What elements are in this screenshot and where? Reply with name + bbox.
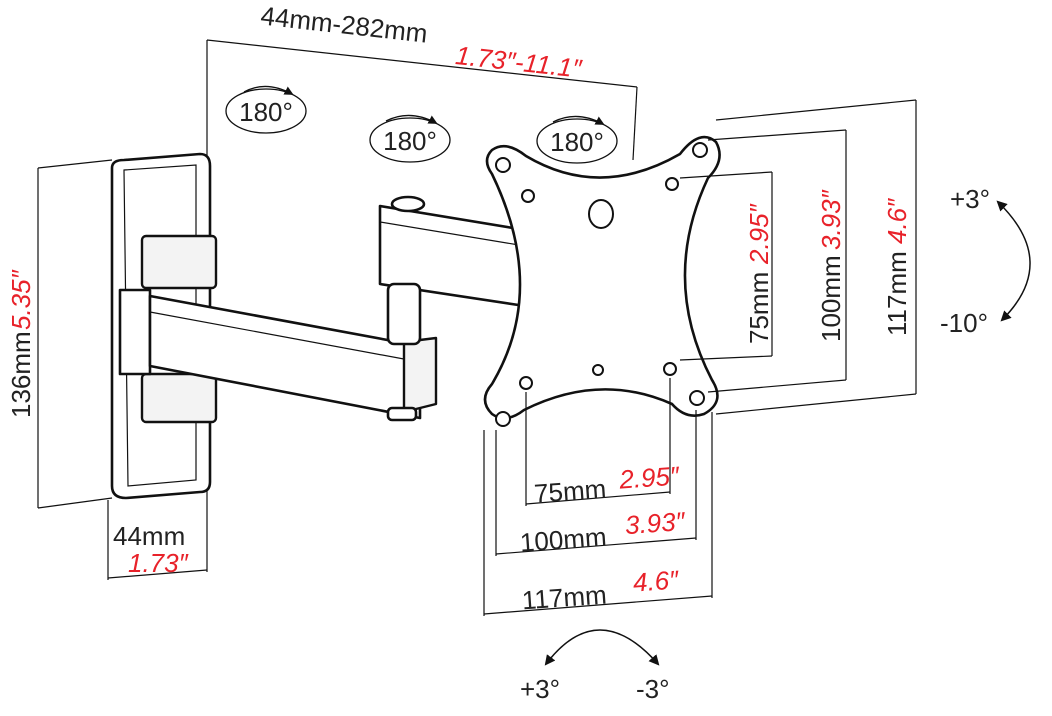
extension-imperial-label: 1.73″-11.1″	[454, 40, 584, 84]
rotation-label-3: 180°	[550, 127, 604, 157]
wall-plate	[110, 152, 218, 500]
tilt-down-label: -10°	[940, 308, 988, 338]
vesa-horizontal-100-imperial: 3.93″	[624, 506, 687, 540]
mount-hole-icon	[665, 177, 679, 191]
tilt-indicator: +3° -10°	[940, 184, 1031, 338]
vesa-vertical-75-metric: 75mm	[744, 272, 774, 344]
vesa-vertical-dimensions: 75mm 2.95″ 100mm 3.93″ 117mm 4.6″	[679, 99, 917, 415]
wall-plate-height-dimension: 136mm 5.35″	[6, 159, 113, 509]
vesa-horizontal-75-metric: 75mm	[533, 474, 607, 509]
wall-plate-width-metric: 44mm	[113, 521, 185, 551]
upper-arm	[378, 195, 527, 346]
vesa-plate	[483, 135, 721, 427]
rotate-arrow-icon	[385, 114, 438, 124]
mount-hole-icon	[521, 189, 535, 203]
rotation-badge-2: 180°	[369, 114, 451, 163]
center-hole-icon	[588, 199, 614, 229]
swivel-left-label: +3°	[520, 674, 560, 704]
wall-plate-width-imperial: 1.73″	[128, 548, 189, 578]
tilt-up-label: +3°	[950, 184, 990, 214]
vesa-vertical-100-imperial: 3.93″	[816, 189, 846, 250]
mount-hole-icon	[519, 376, 533, 390]
rotation-label-1: 180°	[239, 97, 293, 127]
vesa-vertical-100-metric: 100mm	[816, 255, 846, 342]
mount-hole-icon	[692, 142, 708, 158]
vesa-horizontal-100-metric: 100mm	[519, 522, 608, 558]
rotation-badge-3: 180°	[536, 115, 618, 164]
mount-hole-icon	[592, 364, 604, 376]
swivel-right-label: -3°	[636, 674, 670, 704]
swivel-indicator: +3° -3°	[520, 629, 670, 704]
lower-arm	[148, 294, 438, 422]
vesa-horizontal-117-imperial: 4.6″	[632, 564, 680, 597]
vesa-horizontal-117-metric: 117mm	[521, 580, 608, 616]
vesa-horizontal-75-imperial: 2.95″	[617, 460, 681, 494]
mount-hole-icon	[495, 157, 511, 173]
extension-metric-label: 44mm-282mm	[259, 0, 429, 48]
wall-plate-width-dimension: 44mm 1.73″	[107, 490, 208, 580]
wall-plate-height-imperial: 5.35″	[6, 269, 36, 330]
wall-plate-height-metric: 136mm	[6, 331, 36, 418]
vesa-vertical-75-imperial: 2.95″	[744, 203, 774, 265]
vesa-horizontal-dimensions: 75mm 2.95″ 100mm 3.93″ 117mm 4.6″	[483, 378, 713, 616]
tilt-arrow-icon	[996, 200, 1031, 322]
rotation-label-2: 180°	[383, 126, 437, 156]
mount-hole-icon	[689, 390, 705, 406]
rotate-arrow-icon	[552, 115, 605, 125]
rotate-arrow-icon	[243, 85, 294, 95]
mount-hole-icon	[663, 362, 677, 376]
rotation-badge-1: 180°	[225, 85, 307, 134]
vesa-vertical-117-imperial: 4.6″	[882, 198, 912, 244]
swivel-arrow-icon	[544, 629, 660, 666]
mount-hole-icon	[495, 411, 511, 427]
vesa-vertical-117-metric: 117mm	[882, 251, 912, 336]
